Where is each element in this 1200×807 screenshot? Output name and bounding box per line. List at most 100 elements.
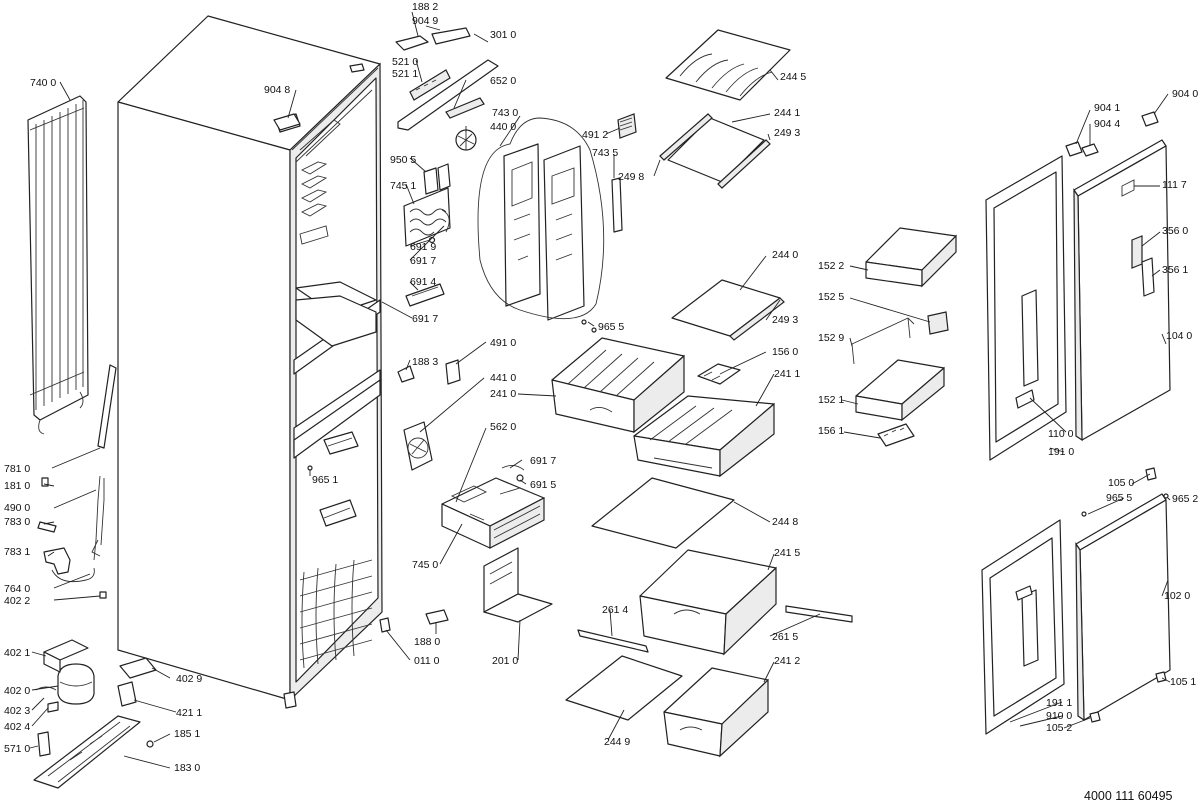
- cap-105-1: [1155, 671, 1167, 683]
- screw-965-5: [581, 319, 587, 325]
- strip-743-5: [611, 177, 623, 233]
- label-105-2: 105 2: [1046, 722, 1072, 734]
- egg-tray-156-1: [877, 423, 915, 447]
- label-244-1: 244 1: [774, 107, 800, 119]
- label-571-0: 571 0: [4, 743, 30, 755]
- label-244-8: 244 8: [772, 516, 798, 528]
- cap-904-0: [1141, 111, 1159, 127]
- label-201-0: 201 0: [492, 655, 518, 667]
- label-521-0: 521 0: [392, 56, 418, 68]
- label-110-0: 110 0: [1048, 428, 1074, 440]
- refrigerator-cabinet: [117, 15, 383, 702]
- fan-441-0: [403, 421, 433, 471]
- label-562-0: 562 0: [490, 421, 516, 433]
- label-152-5: 152 5: [818, 291, 844, 303]
- label-244-0: 244 0: [772, 249, 798, 261]
- label-241-1: 241 1: [774, 368, 800, 380]
- label-904-8: 904 8: [264, 84, 290, 96]
- fridge-door-gasket-191-0: [985, 155, 1067, 461]
- cover-491-0: [445, 359, 461, 385]
- wire-764-0: [51, 567, 95, 583]
- lid-152-5: [927, 311, 949, 335]
- fan-module-562-0: [441, 477, 545, 549]
- screw-965-5c: [1081, 511, 1087, 517]
- label-441-0: 441 0: [490, 372, 516, 384]
- label-241-0: 241 0: [490, 388, 516, 400]
- screw-965-5b: [591, 327, 597, 333]
- label-440-0: 440 0: [490, 121, 516, 133]
- capacitor-571-0: [37, 731, 51, 757]
- led-light-652-0: [445, 97, 485, 119]
- label-745-0: 745 0: [412, 559, 438, 571]
- label-011-0: 011 0: [414, 655, 440, 667]
- label-402-4: 402 4: [4, 721, 30, 733]
- freezer-door-102-0: [1075, 493, 1171, 722]
- foot-011-0: [379, 617, 391, 633]
- screw-965-1: [307, 465, 313, 471]
- label-402-1: 402 1: [4, 647, 30, 659]
- label-156-1: 156 1: [818, 425, 844, 437]
- label-521-1: 521 1: [392, 68, 418, 80]
- label-904-4: 904 4: [1094, 118, 1120, 130]
- label-191-1: 191 1: [1046, 697, 1072, 709]
- document-number: 4000 111 60495: [1084, 789, 1173, 803]
- label-301-0: 301 0: [490, 29, 516, 41]
- rail-152-9: [851, 317, 915, 365]
- label-781-0: 781 0: [4, 463, 30, 475]
- hinge-188-0: [425, 609, 449, 625]
- lamp-691-4: [405, 283, 445, 307]
- filter-491-2: [617, 113, 637, 139]
- cap-105-2: [1089, 711, 1101, 723]
- base-plate-183-0: [33, 715, 141, 789]
- label-691-4: 691 4: [410, 276, 436, 288]
- label-185-1: 185 1: [174, 728, 200, 740]
- drawer-241-2: [663, 667, 769, 758]
- label-181-0: 181 0: [4, 480, 30, 492]
- label-105-0: 105 0: [1108, 477, 1134, 489]
- label-356-1: 356 1: [1162, 264, 1188, 276]
- label-152-9: 152 9: [818, 332, 844, 344]
- connector-783-0: [37, 521, 57, 533]
- label-402-9: 402 9: [176, 673, 202, 685]
- label-111-7: 111 7: [1162, 179, 1187, 191]
- balcony-152-1: [855, 359, 945, 422]
- drawer-241-0: [551, 337, 685, 434]
- hinge-188-3: [397, 365, 415, 383]
- label-691-7-c: 691 7: [530, 455, 556, 467]
- plug-402-2: [99, 591, 107, 599]
- label-241-2: 241 2: [774, 655, 800, 667]
- label-904-0: 904 0: [1172, 88, 1198, 100]
- wine-rack-244-5: [665, 29, 791, 101]
- label-261-4: 261 4: [602, 604, 628, 616]
- label-104-0: 104 0: [1166, 330, 1192, 342]
- callout-labels: 188 2 904 9 301 0 521 0 521 1 652 0 743 …: [4, 1, 1198, 774]
- label-244-9: 244 9: [604, 736, 630, 748]
- rail-261-4: [577, 629, 649, 653]
- screw-965-2: [1163, 493, 1169, 499]
- label-249-3-b: 249 3: [772, 314, 798, 326]
- top-cover-301-0: [397, 59, 499, 131]
- label-743-0: 743 0: [492, 107, 518, 119]
- label-241-5: 241 5: [774, 547, 800, 559]
- label-965-2: 965 2: [1172, 493, 1198, 505]
- power-cord: [91, 475, 105, 561]
- label-764-0: 764 0: [4, 583, 30, 595]
- foam-950-5: [423, 167, 439, 195]
- label-965-1: 965 1: [312, 474, 338, 486]
- label-102-0: 102 0: [1164, 590, 1190, 602]
- freezer-door-gasket-191-1: [981, 519, 1065, 735]
- label-783-0: 783 0: [4, 516, 30, 528]
- wire-691-7a: [441, 209, 450, 233]
- relay-box-side: [43, 651, 61, 673]
- label-745-1: 745 1: [390, 180, 416, 192]
- label-491-0: 491 0: [490, 337, 516, 349]
- label-691-7-b: 691 7: [412, 313, 438, 325]
- sensor-691-5: [516, 474, 524, 482]
- glass-shelf-244-1: [659, 113, 771, 189]
- foot-rear: [283, 691, 297, 709]
- cover-402-9: [119, 657, 157, 679]
- compressor-402-0: [57, 663, 95, 705]
- hinge-cover-904-8: [273, 113, 301, 131]
- foam-950-5b: [437, 163, 451, 191]
- label-402-2: 402 2: [4, 595, 30, 607]
